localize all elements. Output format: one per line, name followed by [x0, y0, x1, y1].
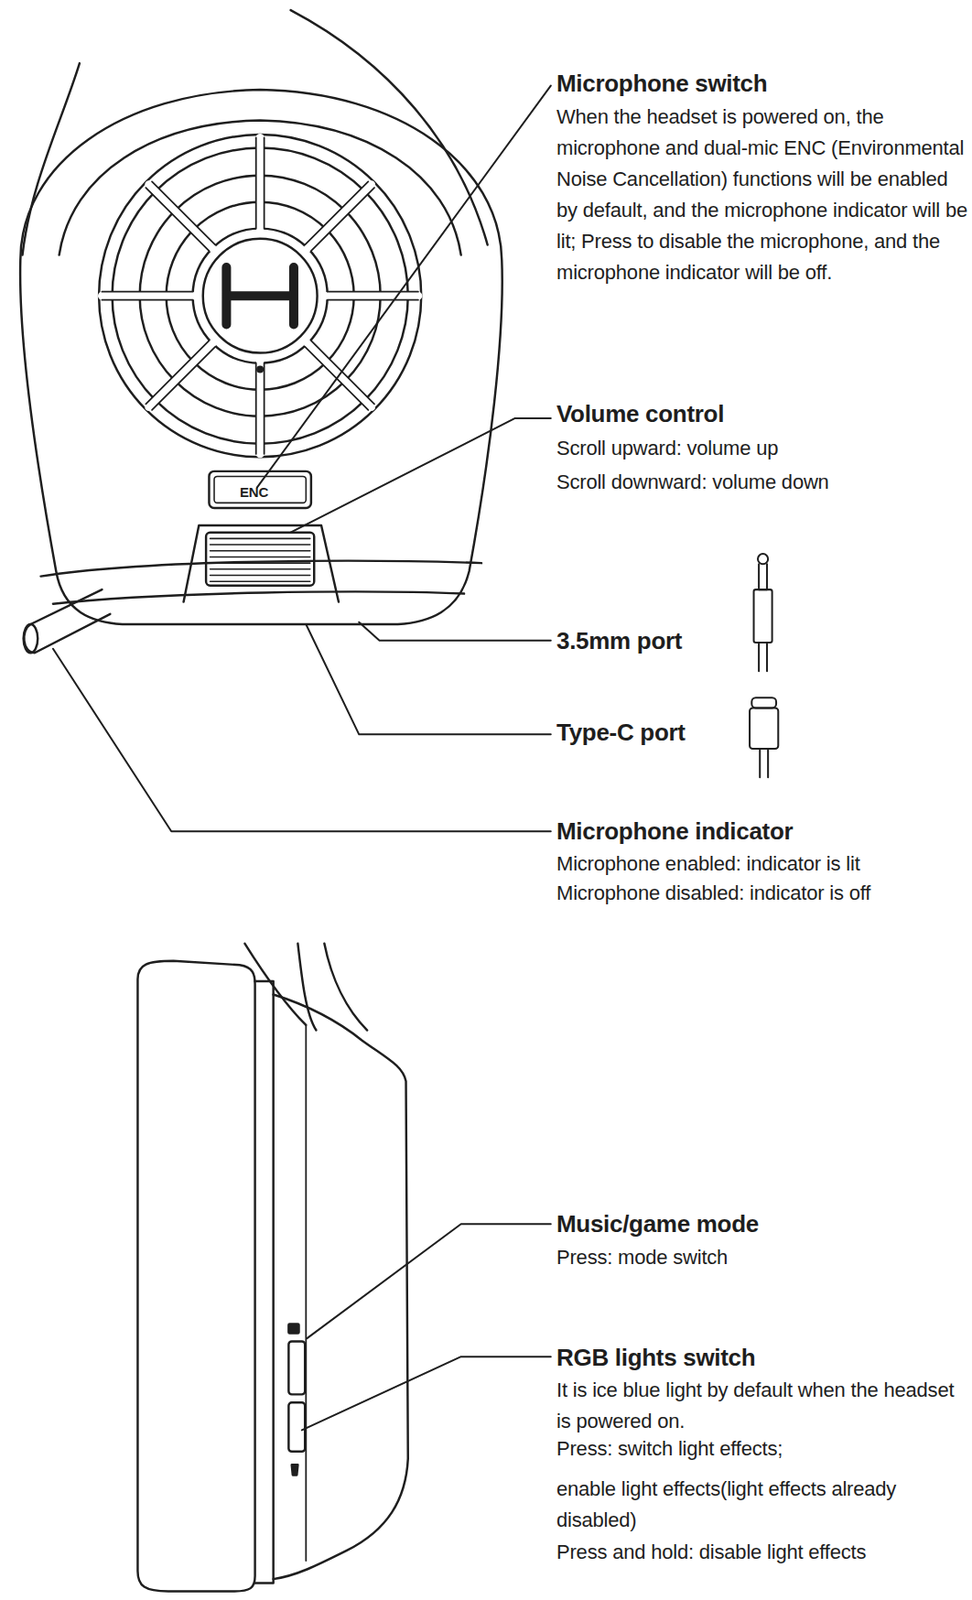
mic-switch-button — [208, 471, 311, 508]
description-text: Press: switch light effects; — [556, 1433, 972, 1465]
description-text: Scroll upward: volume up — [556, 432, 972, 465]
earcup-contour — [59, 119, 462, 255]
headband-line — [22, 63, 80, 256]
part-name: Microphone switch — [556, 67, 972, 99]
mic-hole — [257, 367, 263, 373]
earcup-seam — [304, 1025, 307, 1561]
description-text: Press and hold: disable light effects — [556, 1536, 972, 1568]
light-icon — [291, 1464, 299, 1475]
description-text: Scroll downward: volume down — [556, 466, 972, 498]
part-name: RGB lights switch — [556, 1341, 972, 1373]
grill-ring — [203, 238, 318, 354]
description-text: enable light effects(light effects alrea… — [556, 1473, 972, 1536]
headband-line — [324, 943, 368, 1031]
part-name: Volume control — [556, 398, 972, 430]
grill-spokes — [101, 137, 418, 454]
grill-ring — [98, 134, 422, 457]
earcup-band — [41, 561, 482, 577]
description-text: Microphone enabled: indicator is lit — [556, 848, 972, 880]
button-marking: ENC — [239, 485, 269, 500]
part-name: Type-C port — [556, 716, 972, 748]
audio-jack-icon — [754, 553, 773, 671]
mode-button — [288, 1340, 305, 1394]
part-name: 3.5mm port — [556, 625, 972, 657]
part-name: Microphone indicator — [556, 815, 972, 847]
leader-lines — [53, 86, 551, 832]
description-text: Press: mode switch — [556, 1242, 972, 1274]
mode-icon — [288, 1323, 299, 1333]
mic-boom — [23, 589, 110, 653]
wheel-housing — [183, 525, 339, 603]
description-text: Microphone disabled: indicator is off — [556, 877, 972, 909]
pad-ring — [255, 981, 274, 1583]
logo — [226, 267, 294, 324]
usb-c-icon — [749, 697, 778, 778]
description-text: It is ice blue light by default when the… — [556, 1374, 972, 1437]
headband-line — [297, 943, 316, 1031]
earcup-band — [53, 591, 465, 604]
ear-pad — [137, 961, 255, 1592]
wheel-ridges — [210, 538, 311, 582]
earcup-side — [273, 994, 409, 1580]
rgb-button — [288, 1402, 305, 1451]
mic-switch-button — [214, 475, 306, 503]
mic-tip — [23, 624, 39, 653]
earcup-outline — [20, 89, 503, 625]
grill-spoke-edges — [101, 137, 418, 454]
description-text: When the headset is powered on, the micr… — [556, 101, 972, 289]
volume-wheel — [205, 532, 314, 586]
leader-lines — [302, 1223, 551, 1430]
part-name: Music/game mode — [556, 1208, 972, 1240]
